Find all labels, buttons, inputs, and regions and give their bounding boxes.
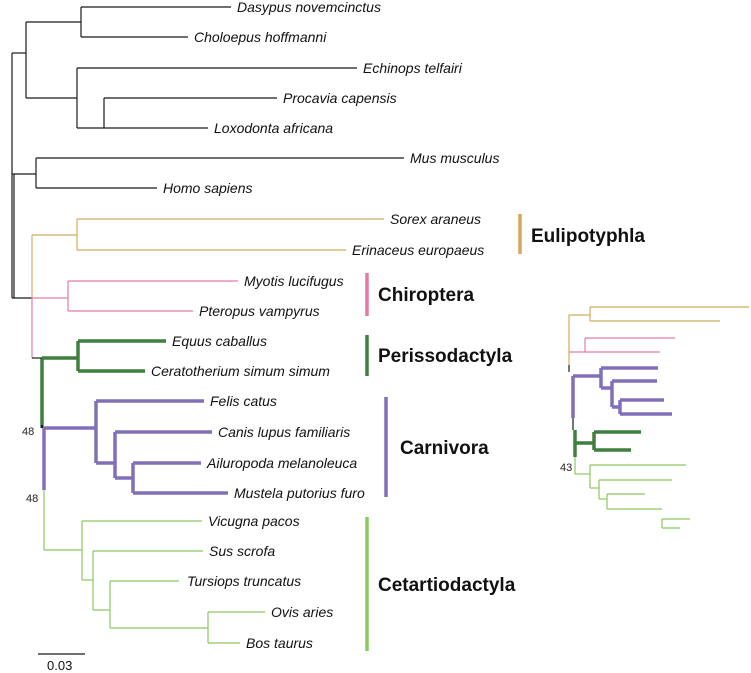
taxon-label: Vicugna pacos bbox=[208, 513, 300, 529]
clade-bars bbox=[365, 214, 522, 651]
taxon-label: Dasypus novemcinctus bbox=[237, 0, 381, 15]
taxon-labels: Dasypus novemcinctus Choloepus hoffmanni… bbox=[151, 0, 499, 651]
taxon-label: Erinaceus europaeus bbox=[352, 242, 484, 258]
taxon-label: Sorex araneus bbox=[390, 211, 481, 227]
base-branches bbox=[11, 6, 404, 299]
taxon-label: Myotis lucifugus bbox=[244, 273, 344, 289]
taxon-label: Mustela putorius furo bbox=[234, 485, 365, 501]
taxon-label: Pteropus vampyrus bbox=[199, 303, 320, 319]
clade-label-carnivora: Carnivora bbox=[400, 438, 489, 459]
support-value: 48 bbox=[22, 426, 34, 438]
taxon-label: Choloepus hoffmanni bbox=[194, 29, 327, 45]
support-value: 43 bbox=[560, 462, 572, 474]
cetartiodactyla-branches bbox=[43, 490, 265, 644]
scale-bar-label: 0.03 bbox=[47, 658, 72, 673]
taxon-label: Homo sapiens bbox=[163, 180, 253, 196]
clade-label-eulipotyphla: Eulipotyphla bbox=[531, 226, 645, 247]
taxon-label: Ovis aries bbox=[271, 604, 333, 620]
taxon-label: Canis lupus familiaris bbox=[218, 424, 350, 440]
clade-label-perissodactyla: Perissodactyla bbox=[378, 346, 513, 367]
chiroptera-branches bbox=[31, 280, 238, 358]
eulipotyphla-branches bbox=[31, 218, 384, 298]
inset-tree bbox=[568, 306, 749, 529]
clade-labels: Eulipotyphla Chiroptera Perissodactyla C… bbox=[378, 226, 645, 596]
taxon-label: Procavia capensis bbox=[283, 90, 397, 106]
perissodactyla-branches bbox=[40, 339, 166, 425]
taxon-label: Tursiops truncatus bbox=[187, 573, 301, 589]
taxon-label: Sus scrofa bbox=[209, 543, 275, 559]
taxon-label: Loxodonta africana bbox=[214, 120, 333, 136]
taxon-label: Equus caballus bbox=[172, 333, 267, 349]
clade-label-cetartiodactyla: Cetartiodactyla bbox=[378, 575, 516, 596]
support-value: 48 bbox=[26, 493, 38, 505]
taxon-label: Felis catus bbox=[210, 393, 277, 409]
clade-label-chiroptera: Chiroptera bbox=[378, 285, 475, 306]
taxon-label: Echinops telfairi bbox=[363, 60, 463, 76]
taxon-label: Mus musculus bbox=[410, 150, 499, 166]
carnivora-branches bbox=[42, 399, 228, 495]
taxon-label: Ceratotherium simum simum bbox=[151, 363, 330, 379]
taxon-label: Ailuropoda melanoleuca bbox=[206, 455, 357, 471]
taxon-label: Bos taurus bbox=[246, 635, 313, 651]
